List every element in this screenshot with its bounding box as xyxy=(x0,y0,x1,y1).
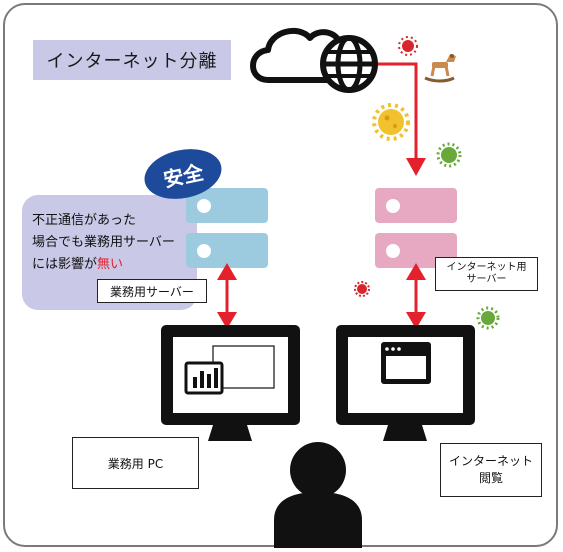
business-pc-monitor-icon xyxy=(161,325,300,441)
internet-server-label-line-2: サーバー xyxy=(466,274,507,285)
business-link-arrow xyxy=(217,263,237,329)
chart-icon xyxy=(184,361,224,395)
note-line-2: 場合でも業務用サーバー xyxy=(32,235,175,250)
business-server-icon xyxy=(186,188,268,268)
virus-icon xyxy=(398,36,418,56)
browser-window-icon xyxy=(381,342,431,384)
diagram-title: インターネット分離 xyxy=(33,40,231,80)
internet-server-icon xyxy=(375,188,457,268)
business-server-label: 業務用サーバー xyxy=(97,279,207,303)
note-line-3-prefix: には影響が xyxy=(32,257,98,272)
virus-icon xyxy=(476,306,500,330)
internet-server-label: インターネット用 サーバー xyxy=(435,257,538,291)
virus-icon xyxy=(354,281,370,297)
internet-link-arrow xyxy=(406,263,426,329)
internet-server-label-line-1: インターネット用 xyxy=(446,262,527,273)
internet-flow-arrow xyxy=(378,62,426,176)
note-highlight: 無い xyxy=(97,257,124,272)
rocking-horse-icon xyxy=(424,54,456,83)
virus-icon xyxy=(372,103,410,141)
note-line-1: 不正通信があった xyxy=(32,213,137,228)
internet-browse-label-line-1: インターネット xyxy=(448,454,533,468)
internet-browse-label: インターネット 閲覧 xyxy=(440,443,542,497)
user-icon xyxy=(274,442,362,548)
globe-icon xyxy=(320,35,378,93)
note-line-3: には影響が無い xyxy=(32,253,123,272)
virus-icon xyxy=(436,142,462,168)
business-pc-label: 業務用 PC xyxy=(72,437,199,489)
internet-browse-label-line-2: 閲覧 xyxy=(478,471,503,485)
